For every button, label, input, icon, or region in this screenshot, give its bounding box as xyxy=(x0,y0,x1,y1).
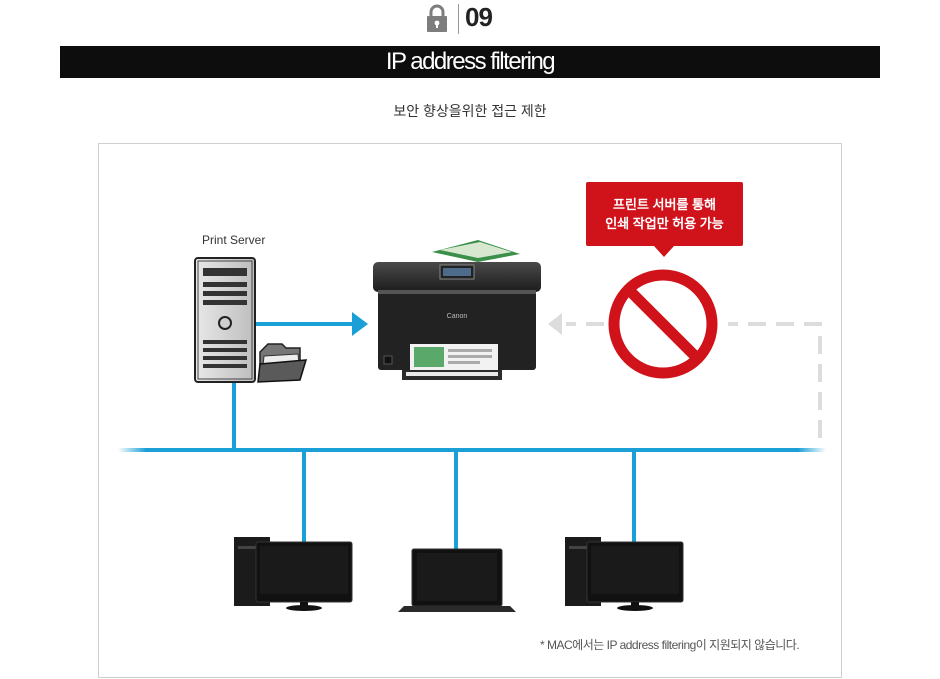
folder-icon xyxy=(258,344,306,382)
client-drop-line-3 xyxy=(632,450,636,544)
desktop-monitor-icon xyxy=(234,537,352,611)
callout-line-1: 프린트 서버를 통해 xyxy=(586,195,743,214)
desktop-monitor-icon xyxy=(565,537,683,611)
callout-line-2: 인쇄 작업만 허용 가능 xyxy=(586,214,743,233)
allowed-path-line xyxy=(255,322,355,326)
footnote: * MAC에서는 IP address filtering이 지원되지 않습니다… xyxy=(540,636,799,653)
server-drop-line xyxy=(232,383,236,450)
server-tower-icon xyxy=(195,258,255,382)
printer-icon: Canon xyxy=(373,240,541,380)
print-server-label: Print Server xyxy=(202,233,265,247)
client-drop-line-1 xyxy=(302,450,306,544)
printer-brand: Canon xyxy=(447,313,468,320)
callout-tail xyxy=(654,246,674,257)
client-drop-line-2 xyxy=(454,450,458,550)
allowed-path-arrow xyxy=(352,312,368,336)
blocked-path-arrow xyxy=(548,313,562,335)
network-backbone xyxy=(118,448,826,452)
prohibited-icon xyxy=(614,275,712,373)
restriction-callout: 프린트 서버를 통해 인쇄 작업만 허용 가능 xyxy=(586,182,743,246)
laptop-icon xyxy=(398,549,516,612)
